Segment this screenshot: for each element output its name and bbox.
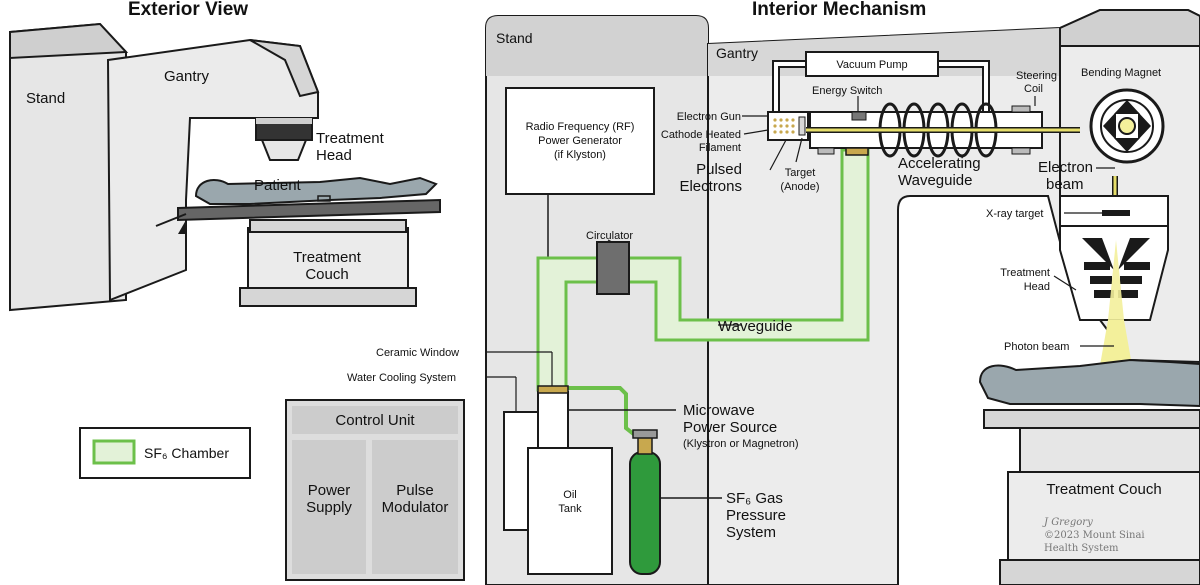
control-unit-title: Control Unit [335, 412, 415, 429]
circulator-label: Circulator [586, 230, 633, 242]
pulsed-electrons-label-2: Electrons [679, 178, 742, 195]
credit-copyright: ©2023 Mount Sinai [1044, 530, 1145, 541]
rf-power-generator [505, 87, 655, 258]
electron-gun [767, 111, 809, 141]
exterior-head-label-1: Treatment [316, 130, 385, 147]
bending-magnet-label: Bending Magnet [1081, 67, 1161, 79]
pulsed-electrons-label-1: Pulsed [696, 161, 742, 178]
interior-treatment-head [1059, 195, 1169, 321]
photon-beam-label: Photon beam [1004, 341, 1069, 353]
accelerating-waveguide-label-1: Accelerating [898, 155, 981, 172]
rf-generator-label-2: Power Generator [538, 135, 622, 147]
title-exterior: Exterior View [128, 0, 248, 20]
steering-coil-label-1: Steering [1016, 70, 1057, 82]
exterior-head-label-2: Head [316, 147, 352, 164]
title-interior: Interior Mechanism [752, 0, 926, 20]
bending-magnet [1080, 80, 1176, 176]
microwave-label-1: Microwave [683, 402, 755, 419]
electron-beam-label-2: beam [1046, 176, 1084, 193]
electron-beam-label-1: Electron [1038, 159, 1093, 176]
sf6-gas-cylinder [629, 429, 722, 575]
vacuum-pump [772, 51, 990, 116]
exterior-stand-label: Stand [26, 90, 65, 107]
interior-head-label-2: Head [1024, 281, 1050, 293]
waveguide-label: Waveguide [718, 318, 793, 335]
oil-tank-label-2: Tank [558, 503, 582, 515]
interior-couch-label: Treatment Couch [1046, 481, 1161, 498]
power-supply-label-1: Power [308, 482, 351, 499]
electron-gun-label: Electron Gun [677, 111, 741, 123]
oil-tank-label-1: Oil [563, 489, 576, 501]
pulse-modulator-label-2: Modulator [382, 499, 449, 516]
rf-generator-label-1: Radio Frequency (RF) [526, 121, 635, 133]
legend-sf6-swatch [92, 439, 136, 465]
vacuum-pump-label: Vacuum Pump [836, 59, 907, 71]
cathode-label-1: Cathode Heated [661, 129, 741, 141]
leader-lines [607, 96, 1115, 347]
sf6-gas-label-3: System [726, 524, 776, 541]
interior-patient [978, 358, 1200, 408]
steering-coil-label-2: Coil [1024, 83, 1043, 95]
exterior-couch-top [177, 198, 441, 222]
oil-tank [527, 447, 613, 575]
energy-switch-label: Energy Switch [812, 85, 882, 97]
rf-generator-label-3: (if Klyston) [554, 149, 606, 161]
interior-stand-label: Stand [496, 30, 533, 46]
credit-author: J Gregory [1042, 517, 1093, 528]
exterior-couch-label-1: Treatment [293, 249, 362, 266]
exterior-patient [194, 176, 438, 205]
accelerating-waveguide-label-2: Waveguide [898, 172, 973, 189]
target-anode-label-1: Target [785, 167, 816, 179]
control-unit [285, 399, 465, 581]
cathode-label-2: Filament [699, 142, 741, 154]
interior-treatment-couch [983, 409, 1200, 585]
legend-sf6-label: SF₆ Chamber [144, 445, 229, 461]
circulator [596, 241, 630, 295]
microwave-label-3: (Klystron or Magnetron) [683, 438, 799, 450]
sf6-gas-label-1: SF₆ Gas [726, 490, 783, 507]
exterior-gantry-label: Gantry [164, 68, 210, 85]
exterior-couch-label-2: Couch [305, 266, 348, 283]
credit-institution: Health System [1044, 543, 1119, 554]
legend: SF₆ Chamber [79, 427, 251, 479]
ceramic-window-label: Ceramic Window [376, 347, 459, 359]
sf6-gas-label-2: Pressure [726, 507, 786, 524]
target-anode-label-2: (Anode) [780, 181, 819, 193]
microwave-label-2: Power Source [683, 419, 777, 436]
exterior-view [9, 22, 441, 312]
power-supply-label-2: Supply [306, 499, 352, 516]
interior-head-label-1: Treatment [1000, 267, 1050, 279]
exterior-treatment-couch [247, 227, 409, 293]
xray-target-label: X-ray target [986, 208, 1043, 220]
pulse-modulator-label-1: Pulse [396, 482, 434, 499]
water-cooling-label: Water Cooling System [347, 372, 456, 384]
exterior-patient-label: Patient [254, 177, 302, 194]
interior-gantry-label: Gantry [716, 45, 758, 61]
